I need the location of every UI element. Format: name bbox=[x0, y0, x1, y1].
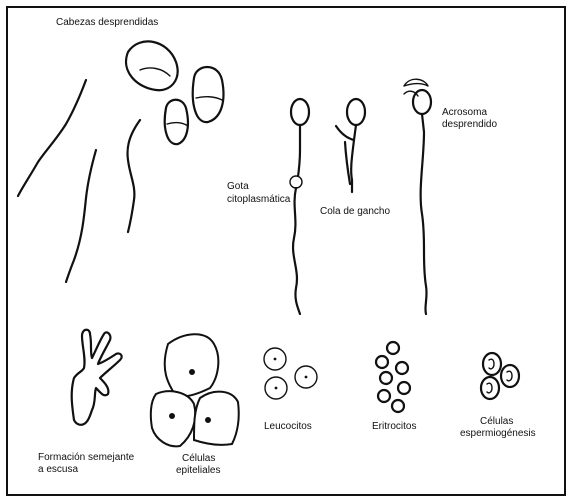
detached-acrosome-cap bbox=[404, 79, 428, 86]
label-spermiogenesis-line1: Células bbox=[480, 416, 513, 428]
label-leukocytes: Leucocitos bbox=[264, 421, 312, 433]
leukocytes bbox=[264, 348, 317, 399]
label-brush-formation-line2: a escusa bbox=[38, 464, 78, 476]
detached-tail-1 bbox=[18, 80, 86, 196]
detached-head-1 bbox=[126, 41, 178, 90]
label-detached-acrosome-line2: desprendido bbox=[442, 119, 497, 131]
detached-acrosome-sperm bbox=[404, 79, 431, 314]
brush-like-formation bbox=[72, 330, 122, 425]
detached-tail-3 bbox=[66, 150, 96, 282]
hook-tail-sperm bbox=[336, 99, 365, 192]
label-erythrocytes: Eritrocitos bbox=[372, 421, 416, 433]
label-detached-acrosome-line1: Acrosoma bbox=[442, 107, 487, 119]
detached-head-3 bbox=[165, 100, 188, 144]
spermiogenesis-cells bbox=[481, 353, 519, 399]
label-brush-formation-line1: Formación semejante bbox=[38, 452, 134, 464]
label-spermiogenesis-line2: espermiogénesis bbox=[460, 428, 536, 440]
label-detached-heads: Cabezas desprendidas bbox=[56, 17, 158, 29]
detached-heads-group bbox=[18, 41, 223, 282]
label-cytoplasmic-droplet-line2: citoplasmática bbox=[227, 194, 290, 206]
cytoplasmic-droplet-sperm bbox=[290, 99, 309, 314]
detached-head-2 bbox=[193, 67, 224, 122]
detached-tail-2 bbox=[128, 120, 141, 232]
label-epithelial-cells-line2: epiteliales bbox=[176, 465, 220, 477]
label-cytoplasmic-droplet-line1: Gota bbox=[227, 181, 249, 193]
cytoplasmic-droplet bbox=[290, 176, 302, 188]
label-hook-tail: Cola de gancho bbox=[320, 206, 390, 218]
label-epithelial-cells-line1: Células bbox=[182, 453, 215, 465]
epithelial-cells bbox=[151, 334, 239, 446]
erythrocytes bbox=[376, 342, 410, 412]
